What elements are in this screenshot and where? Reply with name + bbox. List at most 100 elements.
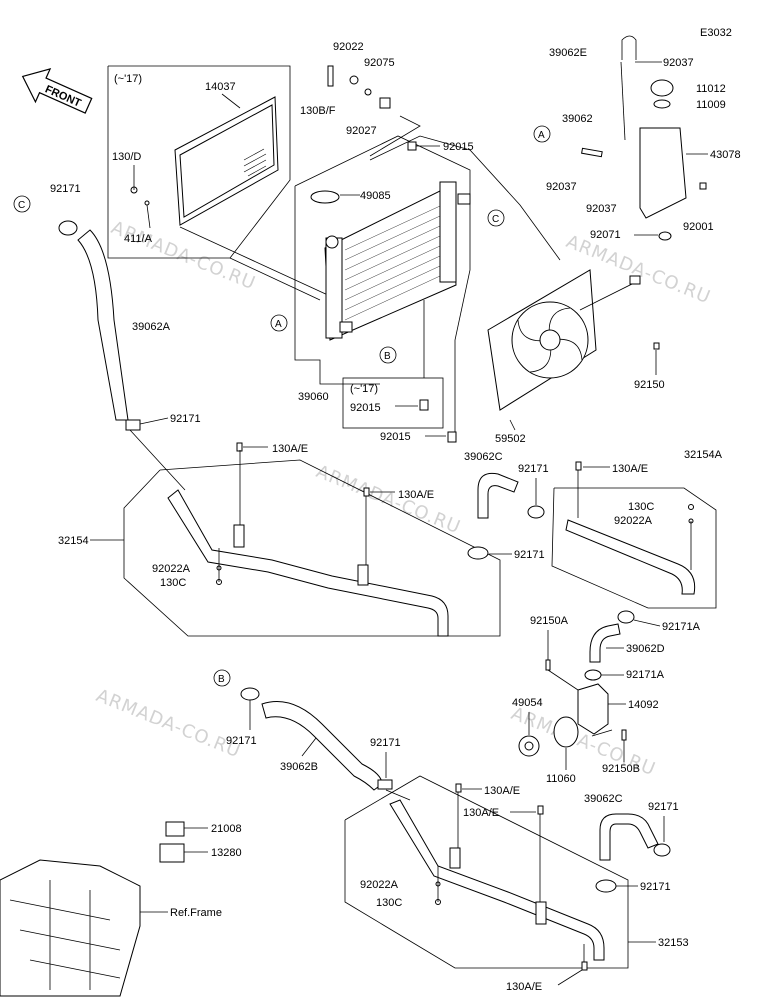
pipe-32153-group: 130A/E 130A/E 92022A 130C 32153 130A/E [344, 775, 689, 993]
label-92171-h: 92171 [640, 881, 671, 893]
label-14092: 14092 [628, 699, 659, 711]
bracket-4 [535, 901, 547, 925]
label-43078: 43078 [710, 149, 741, 161]
radiator-core [324, 184, 457, 341]
hose-39062d [589, 623, 621, 663]
overflow-hose-top [621, 35, 637, 60]
bolt-92150a [545, 659, 551, 671]
bolt-92150a-guide [547, 669, 579, 691]
part-21008 [165, 821, 185, 837]
thermostat-housing [577, 683, 609, 735]
radiator-outlet-b [339, 321, 353, 333]
washer-92027 [364, 88, 372, 96]
marker-a-radiator-text: A [275, 319, 282, 330]
bolt-130ae-4 [455, 783, 462, 793]
pipe-32154-line-1 [129, 429, 186, 491]
clamp-92171a-2 [584, 669, 602, 681]
bracket-2 [357, 564, 369, 586]
label-92150B: 92150B [602, 763, 640, 775]
reservoir-gasket [653, 99, 671, 109]
nut-411a [144, 200, 150, 206]
pipe-32154a [565, 519, 696, 595]
label-130AE-1: 130A/E [272, 443, 308, 455]
label-411A: 411/A [124, 233, 153, 245]
fan-guide-frame [369, 135, 561, 261]
label-92171A-1: 92171A [662, 621, 701, 633]
clamp-92171a-1 [617, 610, 635, 624]
pipe-32153-frame [344, 775, 629, 969]
part-13280 [159, 843, 185, 863]
hose-39062a-group: C 92171 39062A 92171 [13, 183, 201, 431]
leader-411a [146, 204, 151, 229]
label-ref-frame: Ref.Frame [170, 907, 222, 919]
label-59502: 59502 [495, 433, 526, 445]
watermark-3: ARMADA-CO.RU [313, 461, 464, 538]
label-39062C-1: 39062C [464, 451, 503, 463]
marker-b-radiator-text: B [384, 351, 391, 362]
label-130D: 130/D [112, 151, 141, 163]
label-92171-c2: 92171 [518, 463, 549, 475]
label-92075: 92075 [364, 57, 395, 69]
label-92022A-3: 92022A [360, 879, 399, 891]
marker-a-radiator [270, 314, 288, 332]
clamp-92171-h [595, 879, 617, 893]
label-92015-bottom: 92015 [380, 431, 411, 443]
hose-39062a [77, 229, 129, 421]
radiator-outline-frame [294, 135, 471, 440]
label-92171-g: 92171 [648, 801, 679, 813]
diagram-code: E3032 [700, 27, 732, 39]
clip-92015a [407, 141, 417, 151]
bolt-130c-2 [688, 504, 694, 510]
marker-b-hose-text: B [218, 674, 225, 685]
label-130C-3: 130C [376, 897, 402, 909]
label-13280: 13280 [211, 847, 242, 859]
screen-box-frame [107, 65, 291, 259]
label-39060: 39060 [298, 391, 329, 403]
label-92171A-2: 92171A [626, 669, 665, 681]
label-14037: 14037 [205, 81, 236, 93]
marker-c-hose-text: C [18, 200, 25, 211]
hose-39062c-lower [599, 813, 659, 861]
grommet-92071 [658, 231, 672, 241]
label-21008: 21008 [211, 823, 242, 835]
bolt-130ae-6 [581, 961, 588, 971]
marker-c-radiator-text: C [492, 214, 499, 225]
label-92150: 92150 [634, 379, 665, 391]
guide-line-2 [229, 257, 321, 301]
label-39062B: 39062B [280, 761, 318, 773]
label-32153: 32153 [658, 937, 689, 949]
thermostat-center [524, 741, 534, 751]
label-92037-mid: 92037 [586, 203, 617, 215]
pipe-32154a-frame [551, 487, 717, 609]
screen-year-note: (~'17) [114, 73, 142, 85]
hose-39062c-upper [477, 472, 519, 519]
leader-92171a-1 [633, 619, 661, 627]
leader-39062b [301, 737, 317, 757]
label-92037-left: 92037 [546, 181, 577, 193]
label-39062C-2: 39062C [584, 793, 623, 805]
gasket-11060 [553, 716, 579, 748]
marker-c-radiator [487, 209, 505, 227]
clip-year-note: (~'17) [350, 383, 378, 395]
thermostat-group: 92150A 39062D 92171A 14092 11060 49054 9… [512, 615, 665, 785]
bolt-130ae-2 [363, 487, 370, 497]
clip-year-box-frame [342, 377, 444, 429]
bolt-92150 [653, 342, 660, 350]
label-32154: 32154 [58, 535, 89, 547]
label-92171-b1: 92171 [226, 735, 257, 747]
screen-group: (~'17) 14037 130/D 411/A [107, 65, 291, 259]
label-92171-b2: 92171 [370, 737, 401, 749]
clamp-92171-c2 [527, 505, 545, 519]
label-92171-c1: 92171 [514, 549, 545, 561]
label-130AE-5: 130A/E [463, 807, 499, 819]
thermostat-guide [591, 729, 613, 737]
radiator-right-tank [439, 181, 457, 283]
pipe-32154 [167, 489, 449, 637]
front-arrow-icon: FRONT [21, 68, 93, 114]
bracket-1 [233, 524, 245, 548]
label-39062E: 39062E [549, 47, 587, 59]
marker-b-radiator [379, 346, 397, 364]
clip-92015c [447, 431, 457, 443]
label-92001: 92001 [683, 221, 714, 233]
bolt-130ae-5 [537, 805, 544, 815]
